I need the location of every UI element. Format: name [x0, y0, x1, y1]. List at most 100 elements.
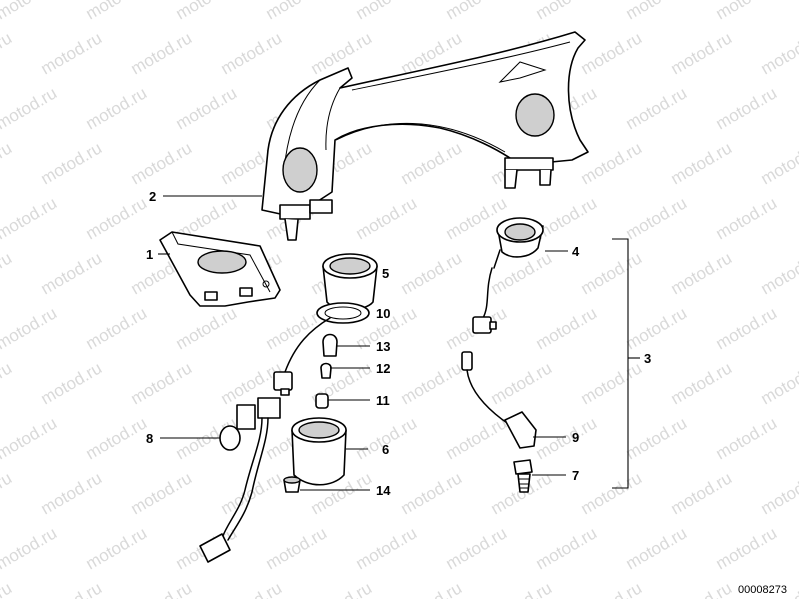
watermark-text: motod.ru [533, 413, 601, 463]
watermark-text: motod.ru [0, 83, 60, 133]
watermark-text: motod.ru [713, 303, 781, 353]
watermark-text: motod.ru [38, 578, 106, 599]
watermark-text: motod.ru [263, 0, 331, 23]
diagram-id-number: 00008273 [738, 584, 787, 596]
callout-12: 12 [376, 361, 390, 376]
callout-11: 11 [376, 393, 390, 408]
gauge-cup [291, 417, 347, 486]
bulb-holder [322, 333, 338, 357]
leader-lines [158, 195, 640, 491]
watermark-text: motod.ru [398, 578, 466, 599]
watermark-text: motod.ru [578, 138, 646, 188]
watermark-text: motod.ru [533, 523, 601, 573]
knurled-nut [283, 476, 301, 493]
watermark-text: motod.ru [713, 193, 781, 243]
callout-14: 14 [376, 483, 391, 498]
watermark-text: motod.ru [623, 0, 691, 23]
watermark-text: motod.ru [83, 303, 151, 353]
watermark-text: motod.ru [173, 303, 241, 353]
watermark-text: motod.ru [263, 523, 331, 573]
watermark-text: motod.ru [83, 193, 151, 243]
sender-unit [513, 459, 533, 493]
watermark-text: motod.ru [0, 193, 60, 243]
watermark-text: motod.ru [533, 303, 601, 353]
bulb [320, 362, 332, 379]
watermark-text: motod.ru [668, 28, 736, 78]
seal-ring [316, 302, 370, 324]
watermark-text: motod.ru [0, 468, 15, 518]
callout-13: 13 [376, 339, 390, 354]
callout-3: 3 [644, 351, 651, 366]
assembly-bracket [612, 238, 629, 489]
callout-8: 8 [146, 431, 153, 446]
socket [315, 393, 329, 409]
watermark-text: motod.ru [83, 413, 151, 463]
watermark-text: motod.ru [128, 28, 196, 78]
watermark-text: motod.ru [758, 28, 799, 78]
watermark-text: motod.ru [353, 523, 421, 573]
wiring-harness [199, 397, 281, 563]
watermark-text: motod.ru [623, 303, 691, 353]
watermark-text: motod.ru [758, 248, 799, 298]
watermark-text: motod.ru [398, 468, 466, 518]
watermark-text: motod.ru [713, 523, 781, 573]
watermark-text: motod.ru [0, 28, 15, 78]
callout-2: 2 [149, 189, 156, 204]
watermark-text: motod.ru [218, 28, 286, 78]
watermark-text: motod.ru [38, 138, 106, 188]
watermark-text: motod.ru [38, 248, 106, 298]
watermark-text: motod.ru [398, 248, 466, 298]
watermark-text: motod.ru [0, 413, 60, 463]
watermark-text: motod.ru [443, 413, 511, 463]
watermark-text: motod.ru [38, 28, 106, 78]
watermark-text: motod.ru [443, 523, 511, 573]
watermark-text: motod.ru [533, 193, 601, 243]
watermark-text: motod.ru [83, 0, 151, 23]
watermark-text: motod.ru [713, 0, 781, 23]
watermark-text: motod.ru [0, 358, 15, 408]
watermark-text: motod.ru [173, 0, 241, 23]
cover-plate [159, 231, 281, 307]
watermark-text: motod.ru [668, 248, 736, 298]
callout-6: 6 [382, 442, 389, 457]
watermark-text: motod.ru [623, 193, 691, 243]
callout-7: 7 [572, 468, 579, 483]
watermark-text: motod.ru [38, 468, 106, 518]
watermark-text: motod.ru [0, 0, 60, 23]
watermark-text: motod.ru [353, 0, 421, 23]
watermark-text: motod.ru [128, 138, 196, 188]
watermark-text: motod.ru [578, 468, 646, 518]
watermark-text: motod.ru [308, 578, 376, 599]
watermark-text: motod.ru [488, 358, 556, 408]
gauge [322, 253, 378, 311]
watermark-text: motod.ru [0, 523, 60, 573]
watermark-text: motod.ru [623, 523, 691, 573]
watermark-text: motod.ru [0, 578, 15, 599]
watermark-text: motod.ru [38, 358, 106, 408]
watermark-text: motod.ru [0, 248, 15, 298]
watermark-text: motod.ru [128, 578, 196, 599]
watermark-text: motod.ru [668, 138, 736, 188]
watermark-text: motod.ru [758, 358, 799, 408]
watermark-text: motod.ru [578, 248, 646, 298]
watermark-text: motod.ru [353, 193, 421, 243]
watermark-text: motod.ru [758, 138, 799, 188]
watermark-text: motod.ru [623, 413, 691, 463]
watermark-text: motod.ru [713, 83, 781, 133]
watermark-text: motod.ru [668, 358, 736, 408]
watermark-text: motod.ru [533, 0, 601, 23]
watermark-text: motod.ru [443, 0, 511, 23]
sensor-cable [461, 351, 537, 449]
callout-5: 5 [382, 266, 389, 281]
watermark-text: motod.ru [668, 468, 736, 518]
watermark-text: motod.ru [488, 578, 556, 599]
watermark-text: motod.ru [758, 468, 799, 518]
watermark-text: motod.ru [83, 83, 151, 133]
watermark-text: motod.ru [0, 138, 15, 188]
watermark-text: motod.ru [218, 578, 286, 599]
gauge-wiring [273, 317, 331, 396]
gauge-with-lead [472, 217, 544, 334]
callout-1: 1 [146, 247, 153, 262]
watermark-text: motod.ru [0, 303, 60, 353]
